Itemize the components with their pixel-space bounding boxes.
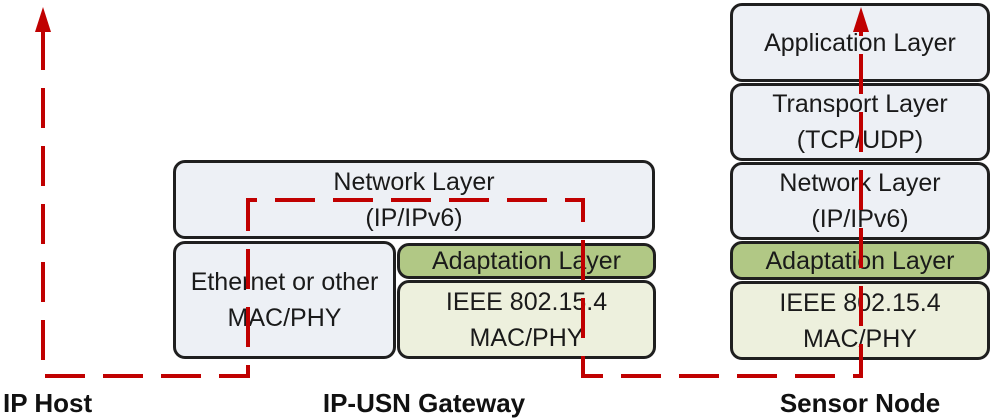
sensor-application-layer-label: Application Layer — [764, 28, 956, 57]
sensor-network-layer-line2: (IP/IPv6) — [811, 205, 909, 233]
gateway-network-layer-line2: (IP/IPv6) — [365, 203, 463, 232]
sensor-application-layer-box: Application Layer — [730, 3, 990, 82]
gateway-ethernet-line2: MAC/PHY — [227, 304, 342, 332]
sensor-ieee-line2: MAC/PHY — [803, 324, 917, 353]
gateway-network-layer-box: Network Layer (IP/IPv6) — [173, 160, 655, 239]
gateway-ieee-box: IEEE 802.15.4 MAC/PHY — [397, 280, 656, 359]
sensor-transport-layer-line2: (TCP/UDP) — [796, 126, 924, 154]
sensor-ieee-line1: IEEE 802.15.4 — [779, 288, 941, 317]
sensor-node-label: Sensor Node — [779, 388, 941, 418]
sensor-transport-layer-box: Transport Layer (TCP/UDP) — [730, 83, 990, 161]
gateway-label: IP-USN Gateway — [322, 388, 526, 418]
gateway-adaptation-layer-box: Adaptation Layer — [397, 243, 656, 279]
ip-host-label: IP Host — [3, 388, 93, 418]
sensor-ieee-box: IEEE 802.15.4 MAC/PHY — [730, 281, 990, 360]
gateway-ethernet-line1: Ethernet or other — [190, 268, 379, 296]
sensor-transport-layer-line1: Transport Layer — [772, 90, 948, 118]
ip-host-up-arrowhead-icon — [35, 7, 51, 32]
gateway-ieee-line2: MAC/PHY — [469, 323, 584, 352]
gateway-network-layer-line1: Network Layer — [333, 167, 495, 196]
gateway-adaptation-layer-label: Adaptation Layer — [431, 247, 622, 275]
gateway-ieee-line1: IEEE 802.15.4 — [445, 287, 608, 316]
sensor-network-layer-box: Network Layer (IP/IPv6) — [730, 162, 990, 240]
gateway-ethernet-box: Ethernet or other MAC/PHY — [173, 241, 396, 359]
sensor-adaptation-layer-box: Adaptation Layer — [730, 241, 990, 280]
sensor-adaptation-layer-label: Adaptation Layer — [765, 246, 955, 275]
sensor-network-layer-line1: Network Layer — [779, 169, 941, 197]
